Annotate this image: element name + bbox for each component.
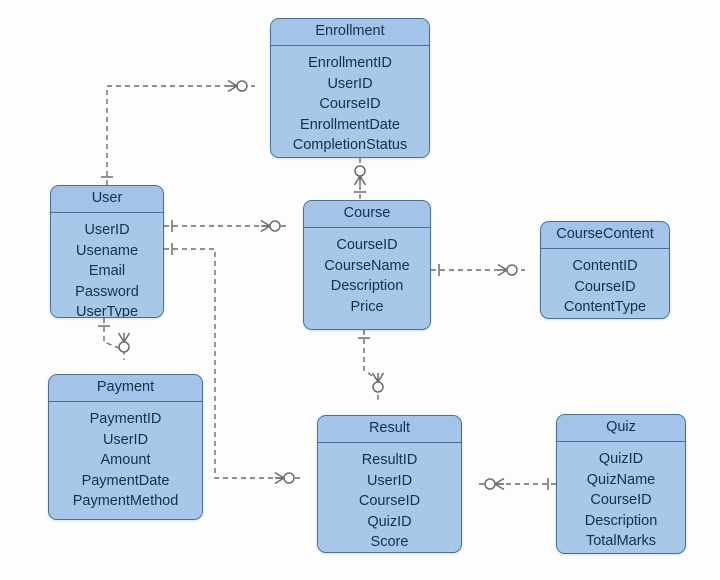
entity-title-result: Result bbox=[318, 416, 461, 443]
entity-title-coursecontent: CourseContent bbox=[541, 222, 669, 249]
cardinality-zero-or-many-zero-circle bbox=[506, 264, 518, 276]
attribute: CourseID bbox=[319, 96, 381, 112]
connector-line bbox=[106, 85, 255, 185]
attribute: PaymentMethod bbox=[72, 493, 179, 509]
cardinality-zero-or-many-crowsfoot-prong bbox=[494, 477, 505, 485]
attribute: QuizID bbox=[598, 451, 644, 467]
attribute: UserID bbox=[366, 472, 413, 489]
relationship-enrollment-course[interactable] bbox=[353, 158, 367, 200]
cardinality-zero-or-many-zero-circle bbox=[354, 165, 366, 177]
attribute: CourseID bbox=[574, 278, 636, 295]
attribute: UserType bbox=[75, 304, 139, 318]
cardinality-zero-or-many-crowsfoot-prong bbox=[497, 269, 508, 277]
relationship-user-payment[interactable] bbox=[98, 318, 131, 360]
attribute: TotalMarks bbox=[585, 533, 657, 549]
cardinality-zero-or-many-crowsfoot-prong bbox=[227, 79, 238, 87]
cardinality-zero-or-many-crowsfoot-prong bbox=[260, 225, 271, 233]
connector-line bbox=[103, 318, 125, 360]
attribute: PaymentDate bbox=[81, 472, 170, 489]
attribute: Password bbox=[75, 283, 139, 300]
attribute: CourseID bbox=[358, 493, 421, 509]
cardinality-zero-or-many-crowsfoot-prong bbox=[353, 175, 361, 186]
attribute: EnrollmentID bbox=[308, 55, 392, 71]
relationship-user-enrollment[interactable] bbox=[101, 79, 255, 186]
cardinality-zero-or-many-zero-circle bbox=[118, 341, 130, 353]
cardinality-zero-or-many-crowsfoot-prong bbox=[260, 219, 271, 227]
entity-attribute-list-coursecontent: ContentID CourseID ContentType bbox=[541, 249, 669, 318]
attribute: CourseID bbox=[590, 492, 652, 508]
attribute: UserID bbox=[84, 222, 130, 238]
attribute: EnrollmentDate bbox=[300, 116, 400, 133]
entity-title-user: User bbox=[51, 186, 163, 213]
entity-title-enrollment: Enrollment bbox=[271, 19, 429, 46]
attribute: UserID bbox=[102, 431, 149, 448]
relationship-course-result[interactable] bbox=[358, 330, 385, 400]
entity-attribute-list-result: ResultID UserID CourseID QuizID Score bbox=[318, 443, 461, 552]
attribute: Description bbox=[330, 278, 404, 294]
cardinality-zero-or-many-crowsfoot-prong bbox=[117, 332, 125, 343]
attribute: Score bbox=[370, 534, 409, 550]
attribute: CompletionStatus bbox=[292, 137, 408, 153]
attribute: CourseName bbox=[324, 257, 410, 274]
attribute: QuizID bbox=[367, 513, 412, 530]
cardinality-zero-or-many-crowsfoot-prong bbox=[359, 175, 367, 186]
attribute: ContentID bbox=[572, 258, 638, 274]
entity-title-quiz: Quiz bbox=[557, 415, 685, 442]
cardinality-zero-or-many-zero-circle bbox=[372, 381, 384, 393]
cardinality-zero-or-many-zero-circle bbox=[484, 478, 496, 490]
cardinality-zero-or-many-crowsfoot-prong bbox=[227, 85, 238, 93]
attribute: ResultID bbox=[361, 452, 418, 468]
relationship-user-course[interactable] bbox=[164, 219, 288, 233]
cardinality-zero-or-many-zero-circle bbox=[269, 220, 281, 232]
attribute: Usename bbox=[75, 242, 139, 259]
cardinality-zero-or-many-crowsfoot-prong bbox=[123, 332, 131, 343]
cardinality-zero-or-many-crowsfoot-prong bbox=[274, 471, 285, 479]
attribute: QuizName bbox=[586, 471, 656, 488]
attribute: Email bbox=[88, 263, 126, 279]
cardinality-zero-or-many-zero-circle bbox=[283, 472, 295, 484]
relationship-course-coursecontent[interactable] bbox=[431, 263, 525, 277]
attribute: CourseID bbox=[336, 237, 398, 253]
relationship-result-quiz[interactable] bbox=[477, 477, 556, 491]
cardinality-zero-or-many-crowsfoot-prong bbox=[377, 372, 385, 383]
cardinality-zero-or-many-zero-circle bbox=[236, 80, 248, 92]
attribute: Description bbox=[584, 512, 658, 529]
cardinality-zero-or-many-crowsfoot-prong bbox=[274, 477, 285, 485]
entity-title-course: Course bbox=[304, 201, 430, 228]
attribute: Amount bbox=[100, 452, 151, 468]
attribute: Price bbox=[350, 298, 384, 315]
attribute: ContentType bbox=[563, 299, 647, 315]
entity-title-payment: Payment bbox=[49, 375, 202, 402]
cardinality-zero-or-many-crowsfoot-prong bbox=[494, 483, 505, 491]
cardinality-zero-or-many-crowsfoot-prong bbox=[497, 263, 508, 271]
attribute: UserID bbox=[327, 75, 373, 92]
entity-attribute-list-enrollment: EnrollmentID UserID CourseID EnrollmentDate… bbox=[271, 46, 429, 157]
cardinality-zero-or-many-crowsfoot-prong bbox=[371, 372, 379, 383]
attribute: PaymentID bbox=[89, 411, 162, 427]
connector-line bbox=[363, 330, 379, 400]
